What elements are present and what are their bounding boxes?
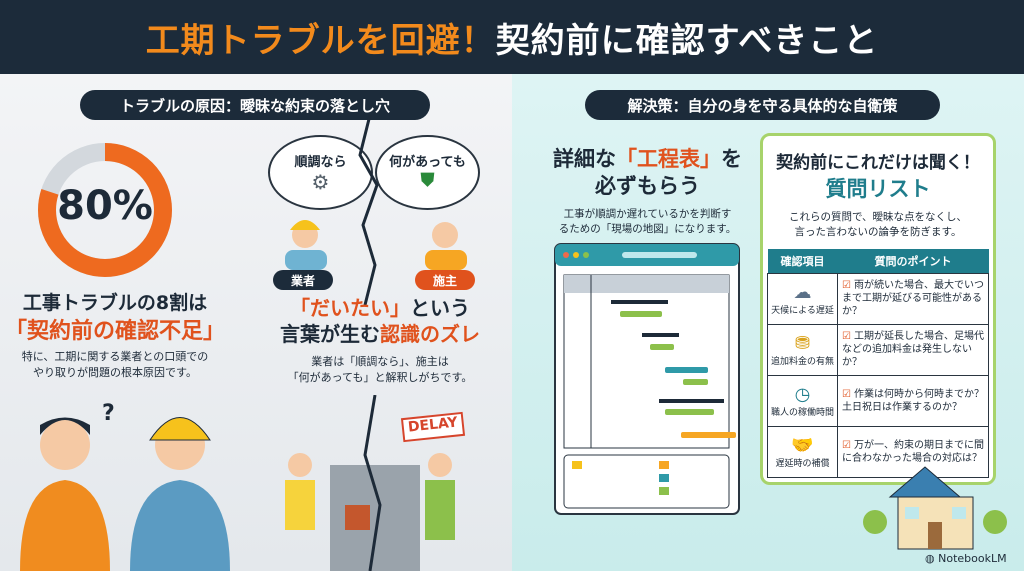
table-row: ☁ 天候による遅延 ☑雨が続いた場合、最大でいつまで工期が延びる可能性があるか？ (767, 272, 989, 325)
row-item: 天候による遅延 (771, 305, 834, 316)
client-head (40, 420, 90, 470)
col-header-item: 確認項目 (767, 249, 838, 273)
questions-desc1: これらの質問で、曖昧な点をなくし、 (788, 211, 968, 223)
title-rest: 契約前に確認すべきこと (495, 20, 879, 61)
gap-accent1: 「だいたい」 (290, 296, 410, 320)
cause-pill: トラブルの原因：曖昧な約束の落とし穴 (80, 90, 430, 120)
bubble-text: 順調なら (294, 155, 347, 170)
questions-subtitle: 質問リスト (825, 177, 931, 201)
schedule-accent: 「工程表」 (616, 147, 721, 171)
rain-cloud-icon: ☁ (793, 281, 812, 303)
speech-bubble-contractor: 順調なら⚙ (268, 135, 373, 210)
question-list-card: 契約前にこれだけは聞く！ 質問リスト これらの質問で、曖昧な点をなくし、 言った… (760, 133, 996, 485)
schedule-desc2: るための「現場の地図」になります。 (558, 223, 737, 235)
worried-people-illustration: ? (20, 401, 230, 571)
row-item: 追加料金の有無 (770, 356, 834, 367)
tag-contractor: 業者 (273, 270, 333, 290)
donut-fill (38, 143, 172, 277)
questions-desc2: 言った言わないの論争を防ぎます。 (794, 226, 962, 238)
tag-client: 施主 (415, 270, 475, 290)
house-illustration (863, 466, 1007, 550)
title-accent: 工期トラブルを回避！ (145, 20, 496, 61)
donut-chart (38, 143, 172, 277)
stat-desc2: やり取りが問題の根本原因です。 (33, 366, 197, 379)
row-question: 雨が続いた場合、最大でいつまで工期が延びる可能性があるか？ (842, 280, 984, 317)
row-question: 万が一、約束の期日までに間に合わなかった場合の対応は？ (842, 439, 984, 464)
construction-delay-illustration (285, 395, 455, 571)
row-item: 遅延時の補償 (775, 458, 830, 469)
stat-line2: 「契約前の確認不足」 (4, 319, 225, 344)
notebooklm-logo: ◍ NotebookLM (925, 552, 1007, 565)
gap-text1: という (410, 296, 470, 320)
col-header-point: 質問のポイント (837, 249, 989, 273)
question-table: 確認項目質問のポイント ☁天候による遅延☑雨が続いた場合、最大でいつまで工期が延… (767, 249, 989, 478)
row-question: 作業は何時から何時までか？土日祝日は作業するのか？ (842, 388, 984, 413)
question-mark: ? (102, 401, 115, 426)
schedule-title1: 詳細な「工程表」を (540, 143, 755, 173)
schedule-t2: を (721, 147, 742, 171)
two-people-illustration (285, 220, 467, 270)
checkbox-icon: ☑ (842, 331, 851, 342)
checkbox-icon: ☑ (842, 388, 851, 400)
hardhat-icon (290, 220, 320, 230)
bubble-text: 何があっても (389, 155, 466, 170)
checkbox-icon: ☑ (842, 439, 851, 451)
hardhat-icon (149, 417, 211, 441)
header-banner: 工期トラブルを回避！ 契約前に確認すべきこと (0, 0, 1024, 74)
logo-icon: ◍ (925, 552, 939, 565)
table-row: ◷ 職人の稼働時間 ☑作業は何時から何時までか？土日祝日は作業するのか？ (767, 374, 989, 427)
stat-value: 80% (57, 183, 153, 229)
gap-desc2: 「何があっても」と解釈しがちです。 (287, 371, 473, 384)
unfinished-building (330, 465, 420, 571)
gap-line1: 「だいたい」という (260, 292, 500, 321)
stat-desc1: 特に、工期に関する業者との口頭での (21, 350, 209, 363)
handshake-icon: 🤝 (791, 434, 814, 456)
table-row: ⛃ 追加料金の有無 ☑工期が延長した場合、足場代などの追加料金は発生しないか？ (767, 323, 989, 376)
gap-text2: 言葉が生む (280, 322, 380, 346)
gap-line2: 言葉が生む認識のズレ (260, 318, 500, 347)
contractor-body (130, 480, 230, 571)
row-item: 職人の稼働時間 (770, 407, 834, 418)
gap-desc1: 業者は「順調なら」、施主は (311, 355, 449, 368)
solution-pill: 解決策：自分の身を守る具体的な自衛策 (585, 90, 940, 120)
checkbox-icon: ☑ (842, 280, 851, 291)
schedule-t1: 詳細な (553, 147, 616, 171)
gantt-chart-window (554, 243, 740, 515)
shield-icon: ⛊ (420, 170, 435, 191)
schedule-title2: 必ずもらう (595, 174, 700, 198)
table-row: 🤝 遅延時の補償 ☑万が一、約束の期日までに間に合わなかった場合の対応は？ (767, 425, 989, 478)
speech-bubble-client: 何があっても⛊ (375, 135, 480, 210)
clock-icon: ◷ (794, 383, 811, 405)
brand-text: NotebookLM (938, 552, 1007, 565)
client-body (20, 480, 110, 571)
client-hair (40, 417, 90, 435)
stat-line1: 工事トラブルの8割は (22, 292, 208, 314)
coins-icon: ⛃ (794, 332, 811, 354)
gap-accent2: 認識のズレ (380, 322, 480, 346)
gear-icon: ⚙ (311, 170, 330, 194)
questions-title: 契約前にこれだけは聞く！ (776, 153, 980, 173)
schedule-desc1: 工事が順調か遅れているかを判断す (563, 208, 732, 220)
crack-divider (358, 115, 379, 305)
row-question: 工期が延長した場合、足場代などの追加料金は発生しないか？ (842, 331, 984, 368)
